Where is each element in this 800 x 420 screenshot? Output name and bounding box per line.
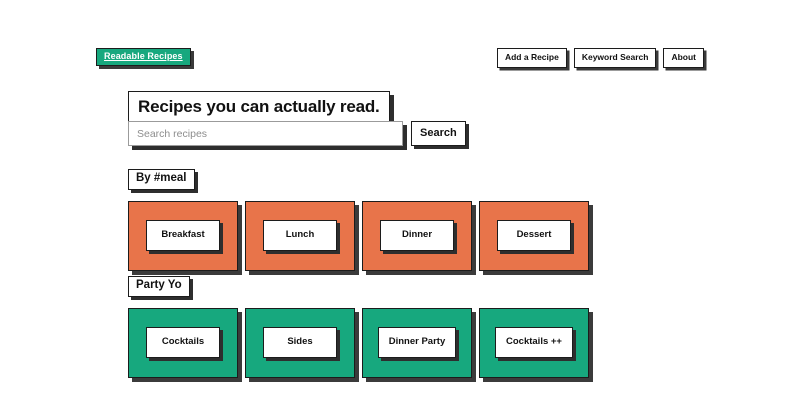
card-dessert[interactable]: Dessert [479, 200, 589, 271]
card-row-party-yo: Cocktails Sides Dinner Party Cocktails +… [128, 307, 589, 378]
nav-add-a-recipe[interactable]: Add a Recipe [496, 48, 567, 68]
section-heading-by-meal: By #meal [128, 169, 195, 190]
card-sides[interactable]: Sides [245, 307, 355, 378]
primary-nav: Add a Recipe Keyword Search About [496, 48, 704, 68]
search-bar: Search [128, 121, 466, 146]
card-breakfast[interactable]: Breakfast [128, 200, 238, 271]
card-label: Breakfast [146, 220, 220, 251]
card-label: Cocktails [146, 327, 220, 358]
card-label: Dinner Party [377, 327, 457, 358]
section-heading-party-yo: Party Yo [128, 276, 190, 297]
card-label: Dessert [497, 220, 571, 251]
card-label: Lunch [263, 220, 337, 251]
page-title: Recipes you can actually read. [128, 80, 390, 135]
card-lunch[interactable]: Lunch [245, 200, 355, 271]
section-party-yo: Party Yo Cocktails Sides Dinner Party Co… [128, 275, 589, 378]
card-dinner-party[interactable]: Dinner Party [362, 307, 472, 378]
card-cocktails[interactable]: Cocktails [128, 307, 238, 378]
card-label: Cocktails ++ [495, 327, 573, 358]
nav-keyword-search[interactable]: Keyword Search [573, 48, 657, 68]
brand-logo[interactable]: Readable Recipes [96, 48, 191, 66]
card-label: Sides [263, 327, 337, 358]
search-input[interactable] [128, 121, 403, 146]
page-title-text: Recipes you can actually read. [128, 91, 390, 124]
top-bar: Readable Recipes Add a Recipe Keyword Se… [96, 48, 704, 70]
nav-about[interactable]: About [663, 48, 704, 68]
card-dinner[interactable]: Dinner [362, 200, 472, 271]
section-by-meal: By #meal Breakfast Lunch Dinner Dessert [128, 168, 589, 271]
card-cocktails-plus-plus[interactable]: Cocktails ++ [479, 307, 589, 378]
card-label: Dinner [380, 220, 454, 251]
card-row-by-meal: Breakfast Lunch Dinner Dessert [128, 200, 589, 271]
search-button[interactable]: Search [411, 121, 466, 146]
